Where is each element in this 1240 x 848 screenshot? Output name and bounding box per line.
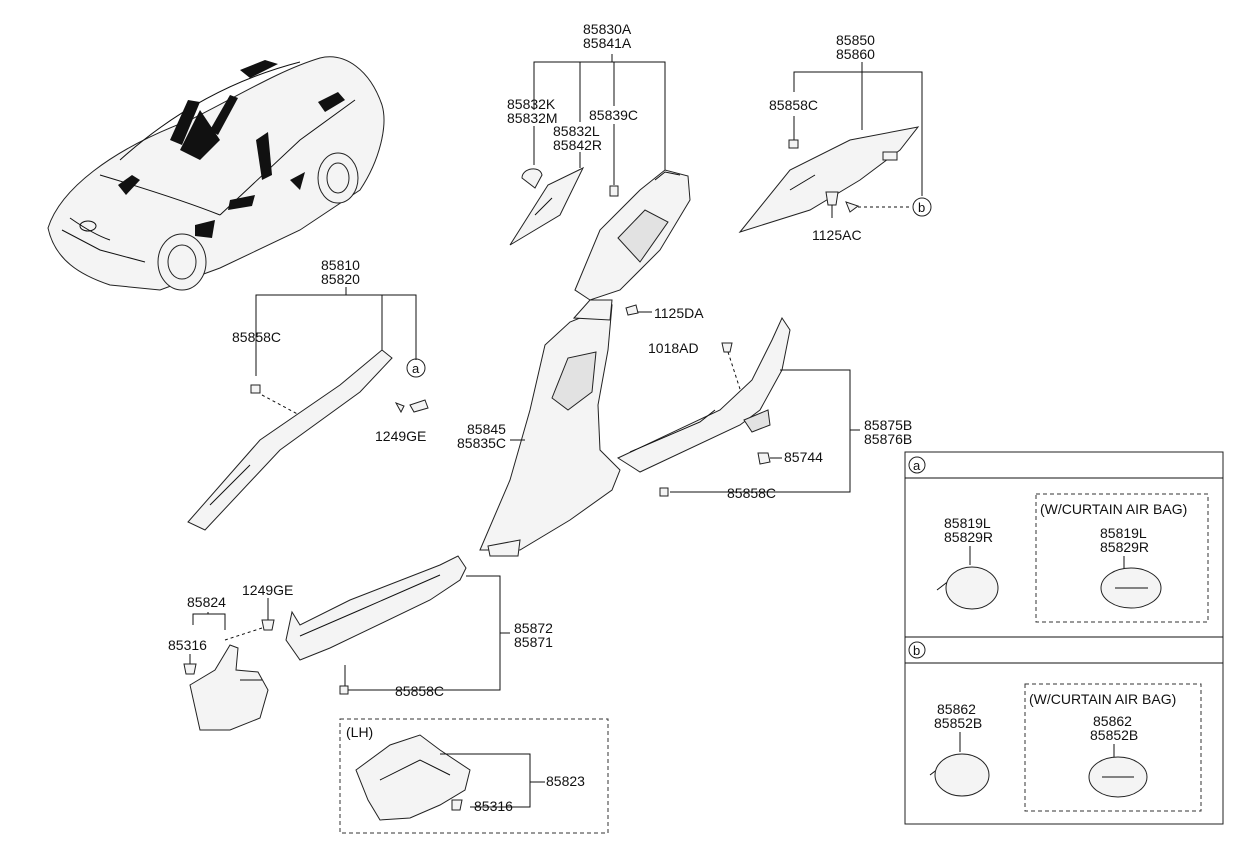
label-1249GE-b: 1249GE: [242, 582, 293, 598]
label-85872: 85872: [514, 620, 553, 636]
label-1125AC: 1125AC: [812, 227, 862, 243]
inset-a-cur-r: 85829R: [1100, 539, 1149, 555]
inset-b-cur-2: 85852B: [1090, 727, 1138, 743]
inset-a-cur-l: 85819L: [1100, 525, 1147, 541]
inset-a-curtain-title: (W/CURTAIN AIR BAG): [1040, 501, 1187, 517]
label-85824: 85824: [187, 594, 226, 610]
label-85823: 85823: [546, 773, 585, 789]
label-85875B: 85875B: [864, 417, 912, 433]
label-85858C-b: 85858C: [727, 485, 776, 501]
label-85820: 85820: [321, 271, 360, 287]
car-illustration: [47, 56, 385, 291]
label-1018AD: 1018AD: [648, 340, 699, 356]
group-lh-85823: (LH) 85823 85316: [339, 718, 609, 834]
label-85841A: 85841A: [583, 35, 632, 51]
label-85810: 85810: [321, 257, 360, 273]
inset-a-std-l: 85819L: [944, 515, 991, 531]
inset-panel: a 85819L 85829R (W/CURTAIN AIR BAG) 8581…: [904, 451, 1224, 825]
label-85832M: 85832M: [507, 110, 558, 126]
group-85824: 85824 1249GE 85316: [168, 582, 293, 731]
inset-b-cur-1: 85862: [1093, 713, 1132, 729]
inset-b-std-1: 85862: [937, 701, 976, 717]
inset-b-curtain-title: (W/CURTAIN AIR BAG): [1029, 691, 1176, 707]
label-85842R: 85842R: [553, 137, 602, 153]
label-85845: 85845: [467, 421, 506, 437]
label-85858C-a: 85858C: [232, 329, 281, 345]
label-85316-a: 85316: [168, 637, 207, 653]
callout-a-left: a: [412, 361, 420, 376]
label-85860: 85860: [836, 46, 875, 62]
callout-b-top: b: [918, 200, 925, 215]
label-1125DA: 1125DA: [654, 305, 704, 321]
label-85850: 85850: [836, 32, 875, 48]
group-85830A: 85830A 85841A 85832K 85832M 85839C 85832…: [507, 21, 691, 301]
inset-a-tag: a: [913, 458, 921, 473]
label-1249GE-a: 1249GE: [375, 428, 426, 444]
label-85744: 85744: [784, 449, 823, 465]
inset-b-std-2: 85852B: [934, 715, 982, 731]
group-85850: 85850 85860 85858C 1125AC b: [738, 32, 932, 243]
label-85858C-top: 85858C: [769, 97, 818, 113]
label-85316-b: 85316: [474, 798, 513, 814]
label-lh: (LH): [346, 724, 373, 740]
inset-b-tag: b: [913, 643, 920, 658]
group-85810: 85810 85820 85858C a 1249GE: [187, 257, 429, 531]
label-85832L: 85832L: [553, 123, 600, 139]
label-85876B: 85876B: [864, 431, 912, 447]
label-85832K: 85832K: [507, 96, 556, 112]
label-85830A: 85830A: [583, 21, 632, 37]
label-85871: 85871: [514, 634, 553, 650]
group-85872: 85872 85871 85858C: [285, 555, 553, 699]
group-85845: 85845 85835C 1125DA: [457, 299, 704, 557]
label-85858C-c: 85858C: [395, 683, 444, 699]
inset-a-std-r: 85829R: [944, 529, 993, 545]
group-85875B: 1018AD 85875B 85876B 85744 85858C: [616, 316, 912, 501]
label-85835C: 85835C: [457, 435, 506, 451]
label-85839C: 85839C: [589, 107, 638, 123]
